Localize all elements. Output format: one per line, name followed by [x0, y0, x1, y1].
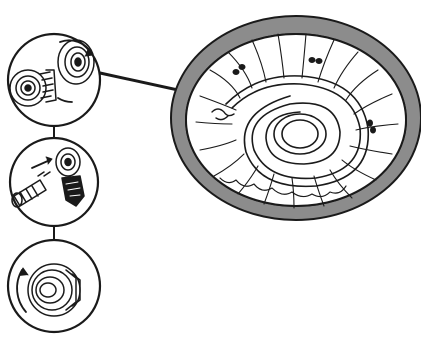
step-3-circle — [8, 240, 100, 332]
step-2-circle — [10, 138, 98, 226]
step-1-circle — [8, 34, 100, 126]
tub-interior-icon — [171, 16, 421, 220]
